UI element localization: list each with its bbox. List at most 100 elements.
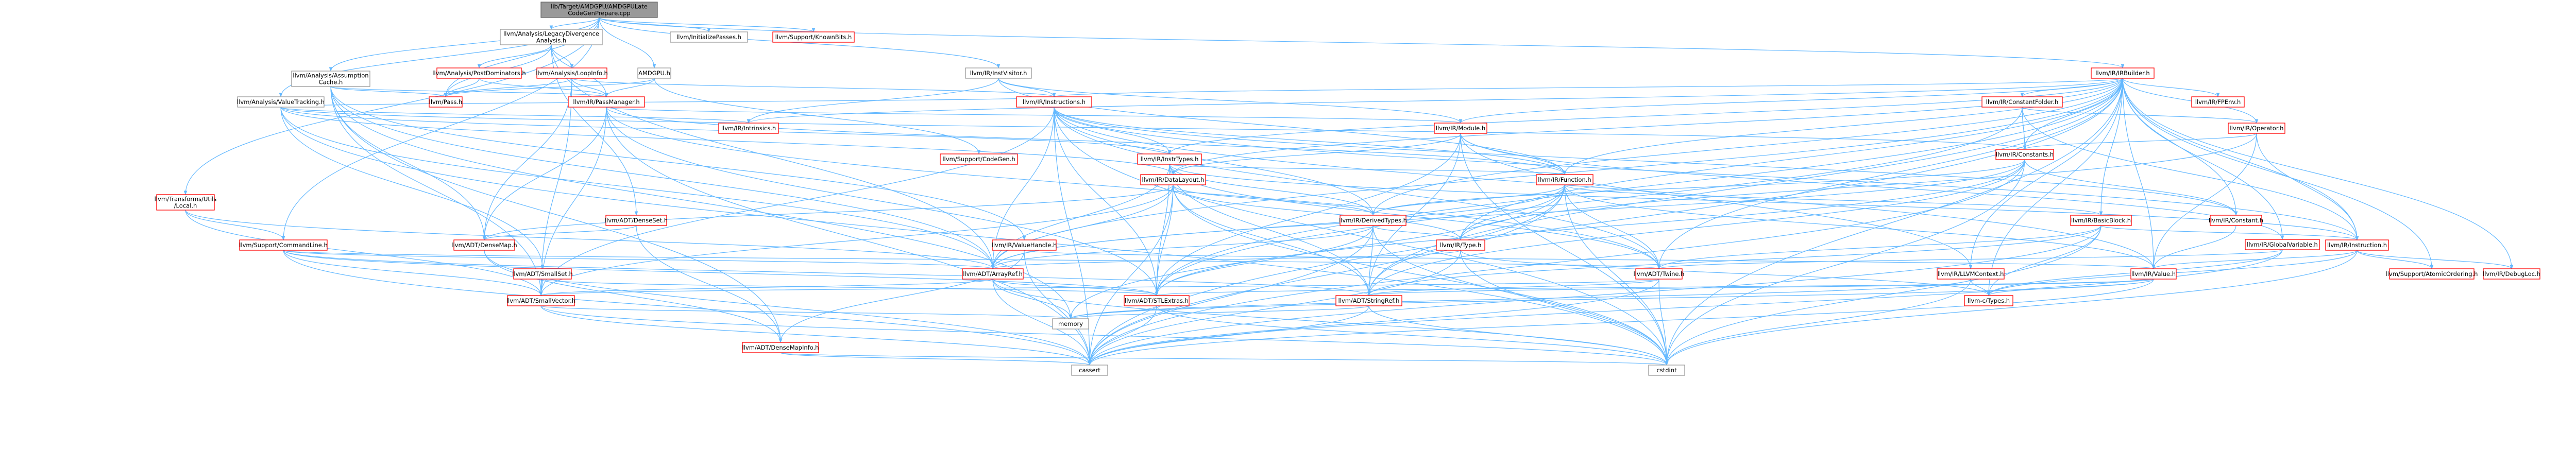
- node-irbuilder[interactable]: llvm/IR/IRBuilder.h: [2091, 67, 2155, 79]
- edge-instruction-to-debugloc: [2357, 250, 2514, 269]
- node-loopinfo[interactable]: llvm/Analysis/LoopInfo.h: [536, 67, 608, 79]
- edge-operator-to-constants: [2023, 133, 2257, 150]
- node-label: llvm/ADT/StringRef.h: [1338, 297, 1400, 304]
- node-value[interactable]: llvm/IR/Value.h: [2130, 268, 2177, 280]
- edge-amdgpuh-to-pass: [444, 78, 655, 97]
- edge-valuetracking-to-intrinsics: [280, 107, 750, 124]
- edge-irbuilder-to-cassert: [1088, 78, 2123, 366]
- node-box: [1140, 174, 1206, 185]
- node-insttypes[interactable]: llvm/IR/InstrTypes.h: [1137, 153, 1202, 165]
- node-codegen[interactable]: llvm/Support/CodeGen.h: [940, 153, 1018, 165]
- node-postdom[interactable]: llvm/Analysis/PostDominators.h: [432, 67, 526, 79]
- edge-commandline-to-stringref: [283, 250, 1370, 296]
- node-root[interactable]: lib/Target/AMDGPU/AMDGPULateCodeGenPrepa…: [540, 2, 658, 18]
- node-densetset[interactable]: llvm/ADT/DenseSet.h: [605, 215, 668, 226]
- node-basicblock[interactable]: llvm/IR/BasicBlock.h: [2070, 215, 2132, 226]
- edge-operator-to-value: [2151, 133, 2257, 269]
- node-operator[interactable]: llvm/IR/Operator.h: [2228, 123, 2285, 134]
- node-intrinsics[interactable]: llvm/IR/Intrinsics.h: [718, 123, 779, 134]
- edge-assumptioncache-to-memory: [330, 86, 1073, 319]
- node-densemapinfo[interactable]: llvm/ADT/DenseMapInfo.h: [742, 342, 819, 353]
- edge-assumptioncache-to-arrayref: [330, 86, 995, 269]
- node-derivedtypes[interactable]: llvm/IR/DerivedTypes.h: [1339, 215, 1407, 226]
- node-globalvariable[interactable]: llvm/IR/GlobalVariable.h: [2245, 239, 2320, 250]
- edge-instructions-to-instruction: [1054, 107, 2359, 240]
- node-box: [2483, 268, 2540, 280]
- node-ctypes[interactable]: llvm-c/Types.h: [1964, 295, 2013, 306]
- node-constants[interactable]: llvm/IR/Constants.h: [1995, 149, 2054, 160]
- node-debugloc[interactable]: llvm/IR/DebugLoc.h: [2483, 268, 2540, 280]
- edge-loopinfo-to-instructions: [571, 78, 1056, 97]
- node-arrayref[interactable]: llvm/ADT/ArrayRef.h: [962, 268, 1024, 280]
- node-instvisitor[interactable]: llvm/IR/InstVisitor.h: [965, 67, 1032, 79]
- edge-loopinfo-to-densemap: [482, 78, 572, 240]
- edge-layer: [183, 17, 2514, 366]
- node-box: [500, 29, 603, 45]
- node-instructions[interactable]: llvm/IR/Instructions.h: [1016, 96, 1092, 108]
- node-label: llvm/IR/GlobalVariable.h: [2247, 241, 2318, 248]
- node-twine[interactable]: llvm/ADT/Twine.h: [1634, 268, 1685, 280]
- edge-instructions-to-derivedtypes: [1054, 107, 1375, 216]
- node-label: llvm/ADT/SmallSet.h: [512, 270, 573, 278]
- node-datalayout[interactable]: llvm/IR/DataLayout.h: [1140, 174, 1206, 185]
- node-box: [2130, 268, 2177, 280]
- edge-function-to-value: [1564, 184, 2156, 269]
- node-label: llvm/IR/Type.h: [1440, 241, 1482, 249]
- node-stlextras[interactable]: llvm/ADT/STLExtras.h: [1124, 295, 1190, 306]
- node-constantfolder[interactable]: llvm/IR/ConstantFolder.h: [1981, 96, 2063, 108]
- node-passmanager[interactable]: llvm/IR/PassManager.h: [568, 96, 645, 108]
- node-memory[interactable]: memory: [1052, 318, 1089, 330]
- edge-irbuilder-to-twine: [1657, 78, 2123, 269]
- edge-valuehandle-to-densemapinfo: [778, 250, 1025, 343]
- edge-constantfolder-to-operator: [2022, 107, 2259, 124]
- node-label: AMDGPU.h: [638, 70, 670, 77]
- node-type[interactable]: llvm/IR/Type.h: [1436, 239, 1485, 251]
- edge-arrayref-to-memory: [992, 279, 1073, 319]
- node-label: llvm/ADT/STLExtras.h: [1125, 297, 1189, 304]
- node-pass[interactable]: llvm/Pass.h: [429, 96, 463, 108]
- node-cassert[interactable]: cassert: [1071, 365, 1108, 376]
- node-llvmcontext[interactable]: llvm/IR/LLVMContext.h: [1937, 268, 2005, 280]
- edge-derivedtypes-to-arrayref: [991, 225, 1374, 269]
- node-label: llvm/Support/AtomicOrdering.h: [2386, 270, 2478, 278]
- node-fpenv[interactable]: llvm/IR/FPEnv.h: [2191, 96, 2245, 108]
- node-knownbits[interactable]: llvm/Support/KnownBits.h: [772, 31, 855, 43]
- node-transformsutils[interactable]: llvm/Transforms/Utils/Local.h: [155, 194, 217, 211]
- edge-root-to-luda: [549, 17, 600, 30]
- edge-stlextras-to-memory: [1069, 305, 1157, 319]
- edge-globalvariable-to-twine: [1657, 249, 2283, 269]
- node-densemap[interactable]: llvm/ADT/DenseMap.h: [451, 239, 517, 251]
- node-stringref[interactable]: llvm/ADT/StringRef.h: [1335, 295, 1402, 306]
- edge-instructions-to-cstdint: [1054, 107, 1669, 366]
- node-commandline[interactable]: llvm/Support/CommandLine.h: [239, 239, 328, 251]
- edge-module-to-llvmcontext: [1460, 133, 1973, 269]
- edge-constantfolder-to-stlextras: [1155, 107, 2023, 296]
- edge-irbuilder-to-fpenv: [2122, 78, 2220, 97]
- node-label: llvm/Support/KnownBits.h: [775, 33, 852, 41]
- node-atomicordering[interactable]: llvm/Support/AtomicOrdering.h: [2386, 268, 2478, 280]
- node-function[interactable]: llvm/IR/Function.h: [1536, 174, 1594, 185]
- node-smallvector[interactable]: llvm/ADT/SmallVector.h: [506, 295, 575, 306]
- edge-valuetracking-to-arrayref: [280, 107, 995, 269]
- edge-instructions-to-stlextras: [1054, 107, 1159, 296]
- edge-assumptioncache-to-densemapinfo: [330, 86, 783, 343]
- node-box: [2245, 239, 2320, 250]
- node-instruction[interactable]: llvm/IR/Instruction.h: [2325, 239, 2389, 251]
- node-smallset[interactable]: llvm/ADT/SmallSet.h: [512, 268, 573, 280]
- edge-passmanager-to-module: [606, 107, 1462, 124]
- edge-densemapinfo-to-cstdint: [780, 352, 1668, 366]
- edge-datalayout-to-stringref: [1173, 184, 1371, 296]
- edge-stringref-to-cstdint: [1368, 305, 1669, 366]
- node-cstdint[interactable]: cstdint: [1648, 365, 1685, 376]
- node-module[interactable]: llvm/IR/Module.h: [1434, 123, 1487, 134]
- edge-root-to-initpasses: [599, 17, 711, 32]
- node-valuehandle[interactable]: llvm/IR/ValueHandle.h: [992, 239, 1057, 251]
- node-amdgpuh[interactable]: AMDGPU.h: [637, 67, 671, 79]
- node-box: [2228, 123, 2285, 134]
- node-valuetracking[interactable]: llvm/Analysis/ValueTracking.h: [237, 96, 325, 108]
- node-initpasses[interactable]: llvm/InitializePasses.h: [670, 31, 748, 43]
- node-constant[interactable]: llvm/IR/Constant.h: [2209, 215, 2263, 226]
- edge-insttypes-to-derivedtypes: [1169, 164, 1375, 216]
